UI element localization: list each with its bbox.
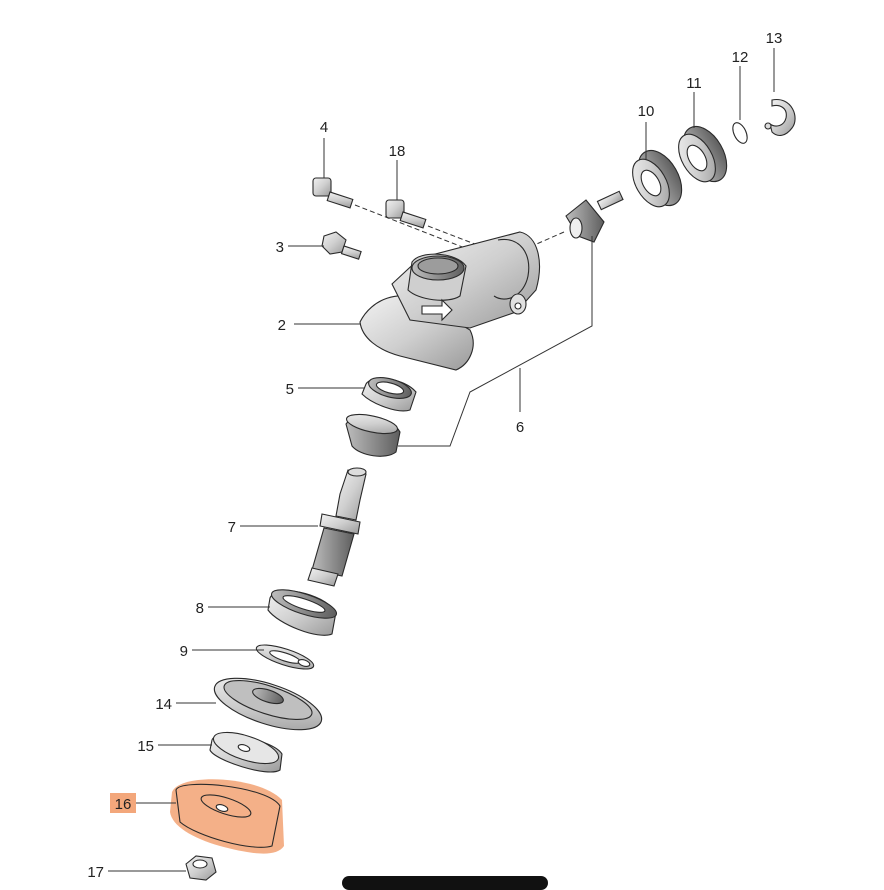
axis-line-bolt-18 [427, 225, 481, 247]
part-12-retaining-ring [732, 122, 748, 144]
callout-15: 15 [137, 738, 154, 755]
part-4-bolt [312, 177, 354, 209]
callout-5: 5 [286, 381, 294, 398]
leader-lines [108, 48, 775, 872]
callout-10: 10 [638, 103, 655, 120]
part-6-bevel-pinion [565, 190, 624, 243]
part-14-flange [213, 677, 323, 731]
callout-16: 16 [115, 796, 132, 813]
callout-numbers: 2 3 4 5 6 7 8 9 10 11 12 13 14 15 16 17 … [87, 30, 782, 881]
part-11-bearing [678, 125, 728, 183]
callout-18: 18 [389, 143, 406, 160]
part-3-bolt [321, 231, 362, 260]
callout-7: 7 [228, 519, 236, 536]
callout-2: 2 [278, 317, 286, 334]
callout-6: 6 [516, 419, 524, 436]
callout-9: 9 [180, 643, 188, 660]
label-16-highlight [110, 793, 136, 813]
part-17-nut [185, 855, 217, 881]
part-2-gear-housing [359, 231, 540, 371]
part-7-shaft [307, 467, 367, 587]
callout-17: 17 [87, 864, 104, 881]
home-indicator-bar[interactable] [342, 876, 548, 890]
callout-14: 14 [155, 696, 172, 713]
part-15-washer [209, 731, 283, 773]
callout-8: 8 [196, 600, 204, 617]
part-5-bearing [361, 377, 417, 412]
part-8-bearing [267, 589, 338, 636]
part-6-bevel-gear [345, 413, 401, 457]
callout-11: 11 [686, 75, 702, 92]
callout-12: 12 [732, 49, 749, 66]
callout-3: 3 [276, 239, 284, 256]
part-18-bolt [385, 199, 427, 229]
callout-4: 4 [320, 119, 328, 136]
part-9-washer [255, 644, 315, 670]
callout-13: 13 [766, 30, 783, 47]
axis-line-bolt-4 [354, 204, 471, 251]
axis-line-pinion [531, 231, 565, 247]
part-10-bearing [632, 149, 683, 208]
part-13-circlip [764, 99, 796, 137]
part-16-cup-highlighted [170, 779, 284, 854]
